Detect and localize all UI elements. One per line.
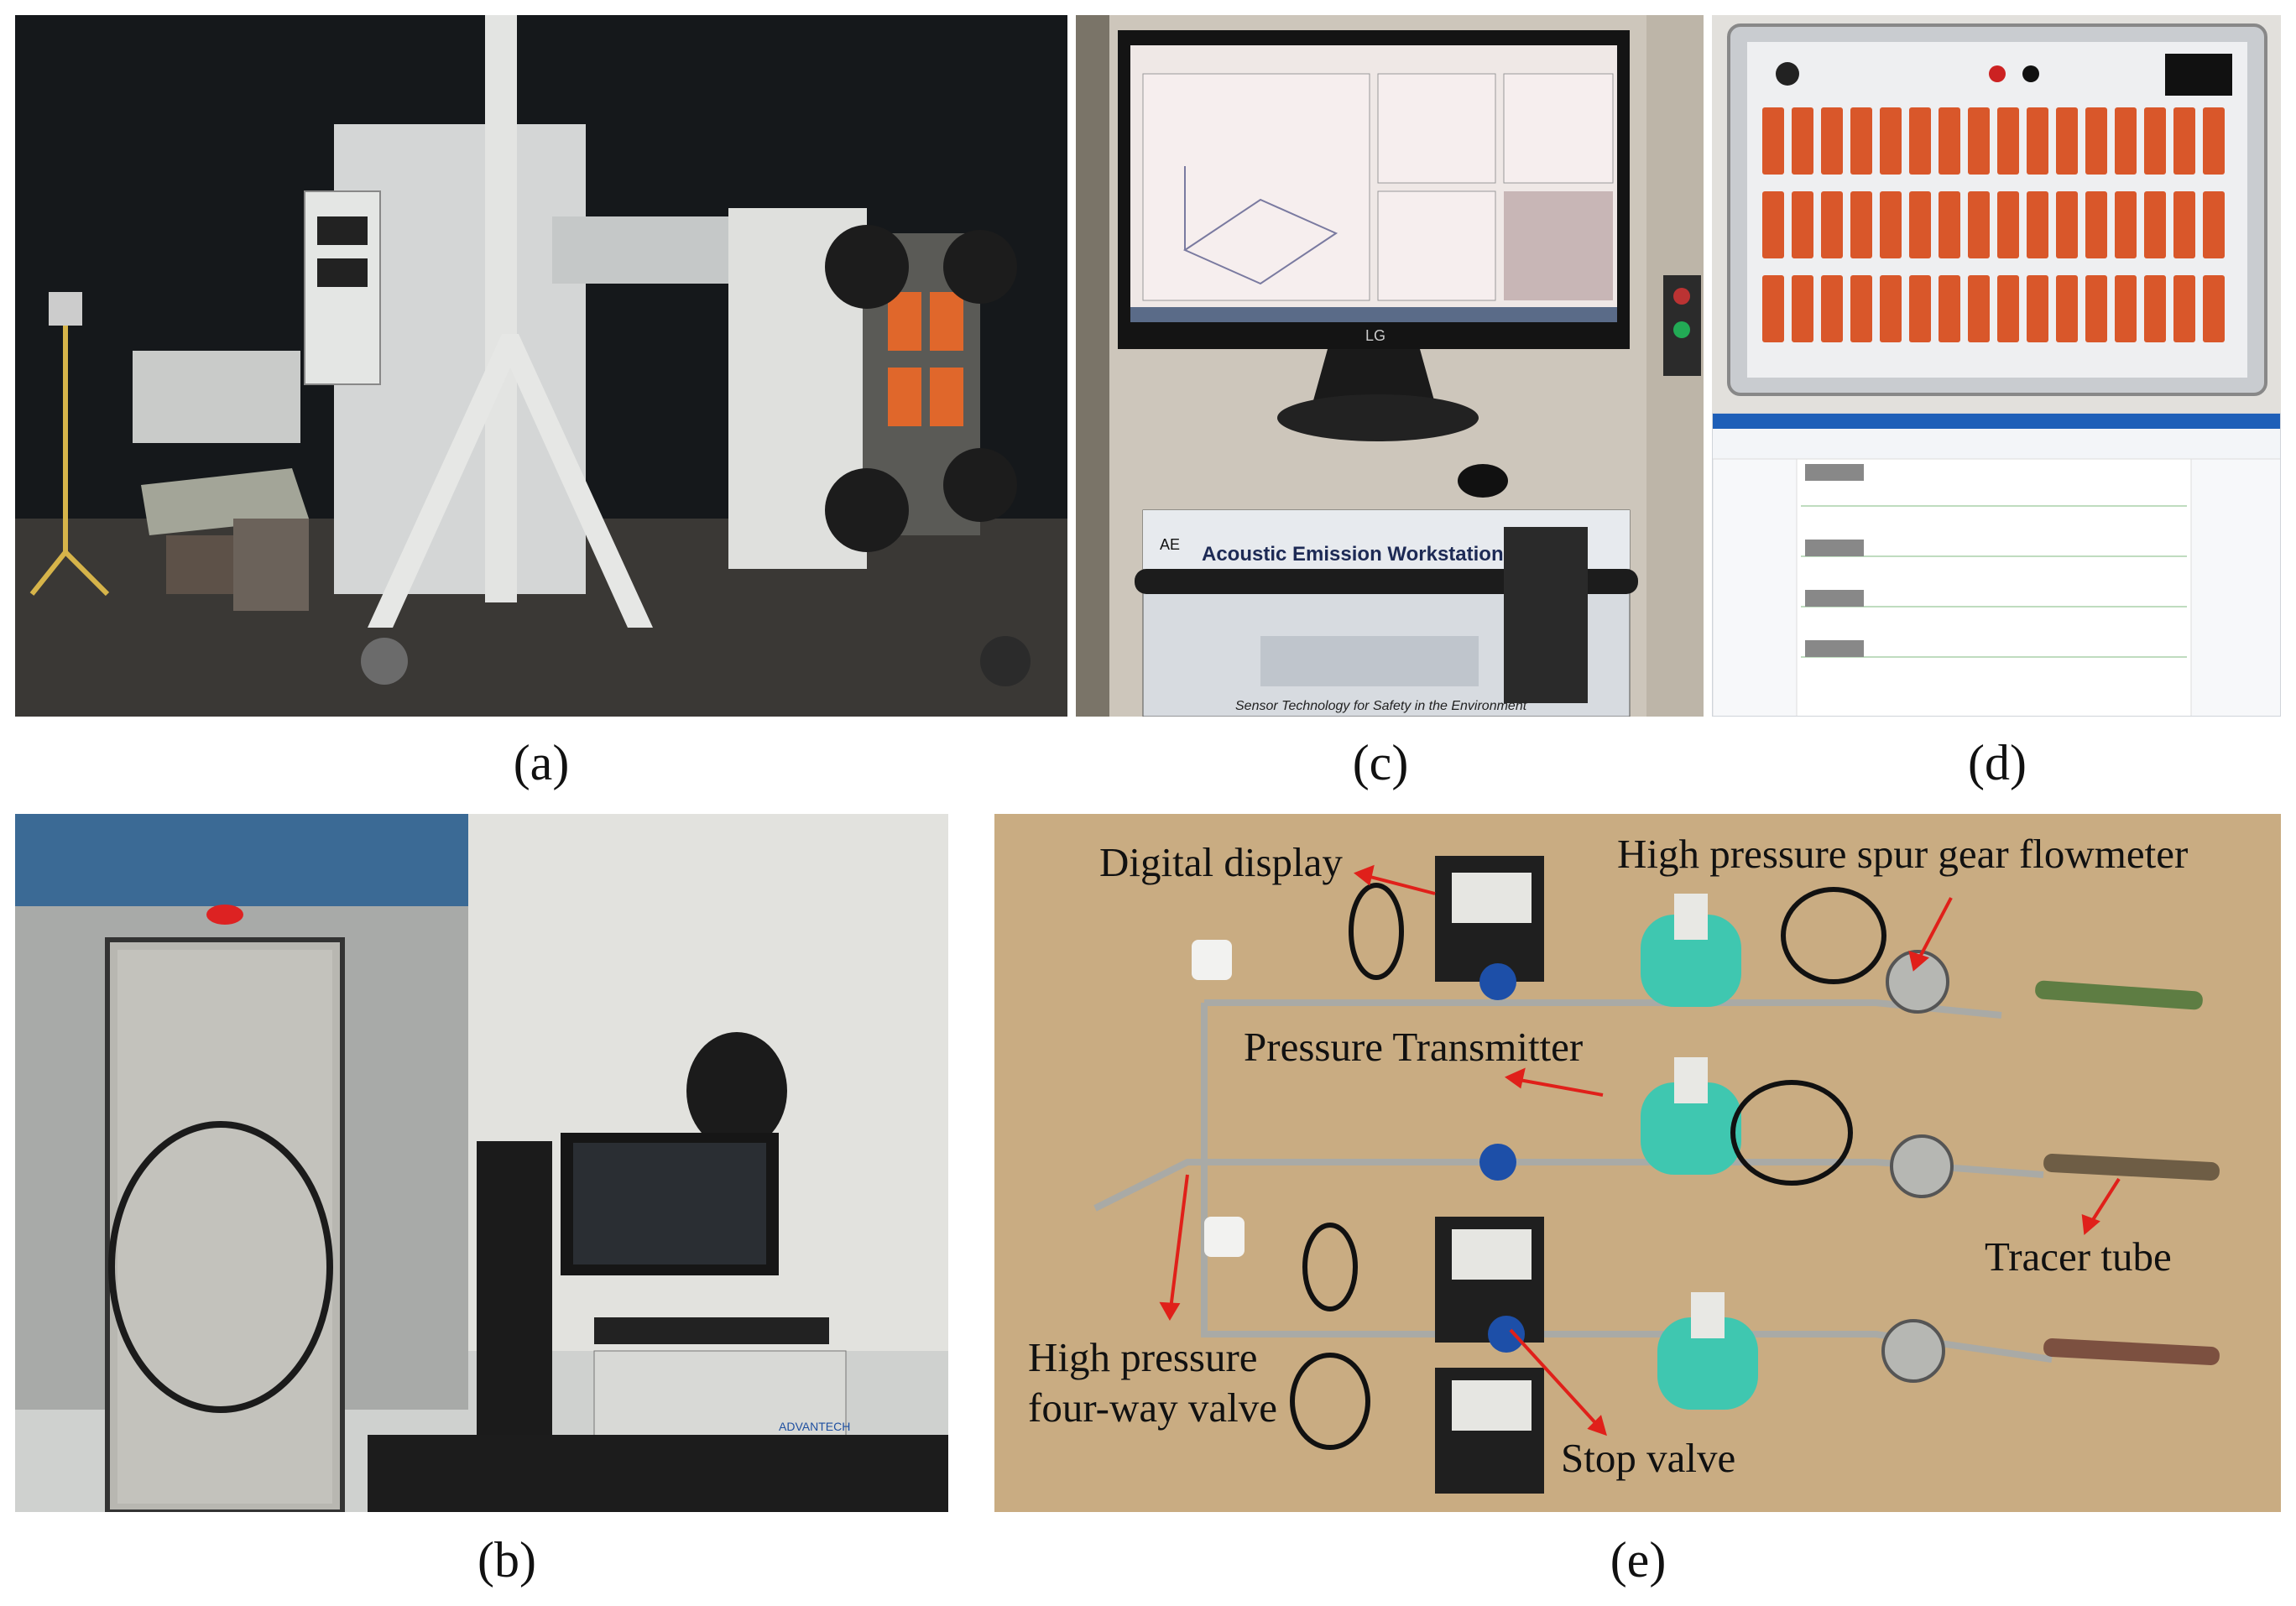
terminal-block bbox=[1850, 107, 1872, 175]
terminal-block bbox=[1821, 191, 1843, 258]
terminal-block bbox=[2144, 191, 2166, 258]
photo-a-loading-frame bbox=[15, 15, 1067, 717]
monitor-brand: LG bbox=[1365, 327, 1385, 344]
caption-c: (c) bbox=[1352, 735, 1409, 790]
terminal-block bbox=[1997, 275, 2019, 342]
photo-d-terminal-box bbox=[1712, 15, 2281, 413]
terminal-block bbox=[1968, 107, 1990, 175]
terminal-block bbox=[1939, 275, 1960, 342]
pc-brand: ADVANTECH bbox=[779, 1420, 850, 1433]
terminal-block bbox=[2085, 107, 2107, 175]
terminal-block bbox=[1909, 107, 1931, 175]
terminal-block bbox=[2027, 191, 2048, 258]
label-pressure-transmitter: Pressure Transmitter bbox=[1244, 1024, 1584, 1070]
terminal-block bbox=[1850, 191, 1872, 258]
terminal-block bbox=[2027, 275, 2048, 342]
terminal-block bbox=[1997, 107, 2019, 175]
terminal-block bbox=[2085, 191, 2107, 258]
label-four-way-valve-line1: High pressure bbox=[1028, 1334, 1258, 1380]
label-four-way-valve-line2: four-way valve bbox=[1028, 1384, 1277, 1431]
terminal-block bbox=[1792, 191, 1813, 258]
terminal-block bbox=[1762, 107, 1784, 175]
caption-a: (a) bbox=[513, 735, 570, 790]
photo-d-software-screen bbox=[1712, 413, 2281, 717]
caption-d: (d) bbox=[1968, 735, 2027, 790]
terminal-block bbox=[2173, 107, 2195, 175]
label-digital-display: Digital display bbox=[1099, 839, 1343, 885]
photo-e-flow-test-setup: Digital display High pressure spur gear … bbox=[994, 814, 2281, 1512]
terminal-block bbox=[1762, 275, 1784, 342]
terminal-block bbox=[2056, 275, 2078, 342]
terminal-block bbox=[1968, 275, 1990, 342]
photo-b-pressure-cabinet: ADVANTECH bbox=[15, 814, 948, 1512]
terminal-block bbox=[1821, 275, 1843, 342]
terminal-block bbox=[1792, 275, 1813, 342]
terminal-block bbox=[1880, 107, 1902, 175]
terminal-block bbox=[1762, 191, 1784, 258]
label-tracer-tube: Tracer tube bbox=[1985, 1233, 2172, 1280]
terminal-block bbox=[1909, 275, 1931, 342]
terminal-block bbox=[2115, 275, 2137, 342]
terminal-block bbox=[2144, 275, 2166, 342]
caption-b: (b) bbox=[477, 1532, 536, 1588]
terminal-blocks bbox=[1762, 107, 2225, 342]
workstation-brand-mark: AE bbox=[1160, 536, 1180, 553]
photo-c-acoustic-emission-workstation: AE Acoustic Emission Workstation Sensor … bbox=[1076, 15, 1704, 717]
terminal-block bbox=[1997, 191, 2019, 258]
terminal-block bbox=[2203, 107, 2225, 175]
terminal-block bbox=[1850, 275, 1872, 342]
terminal-block bbox=[1939, 191, 1960, 258]
terminal-block bbox=[2115, 191, 2137, 258]
terminal-block bbox=[2085, 275, 2107, 342]
terminal-block bbox=[1939, 107, 1960, 175]
label-stop-valve: Stop valve bbox=[1561, 1435, 1736, 1481]
terminal-block bbox=[2056, 107, 2078, 175]
terminal-block bbox=[2203, 191, 2225, 258]
terminal-block bbox=[2027, 107, 2048, 175]
terminal-block bbox=[1821, 107, 1843, 175]
workstation-label: Acoustic Emission Workstation bbox=[1202, 543, 1504, 566]
terminal-block bbox=[2115, 107, 2137, 175]
terminal-block bbox=[2144, 107, 2166, 175]
workstation-footer: Sensor Technology for Safety in the Envi… bbox=[1235, 699, 1527, 713]
terminal-block bbox=[2173, 275, 2195, 342]
terminal-block bbox=[2173, 191, 2195, 258]
label-flowmeter: High pressure spur gear flowmeter bbox=[1617, 831, 2189, 877]
terminal-block bbox=[1792, 107, 1813, 175]
terminal-block bbox=[1880, 191, 1902, 258]
terminal-block bbox=[1880, 275, 1902, 342]
terminal-block bbox=[1968, 191, 1990, 258]
terminal-block bbox=[2203, 275, 2225, 342]
caption-e: (e) bbox=[1610, 1532, 1667, 1588]
terminal-block bbox=[1909, 191, 1931, 258]
terminal-block bbox=[2056, 191, 2078, 258]
